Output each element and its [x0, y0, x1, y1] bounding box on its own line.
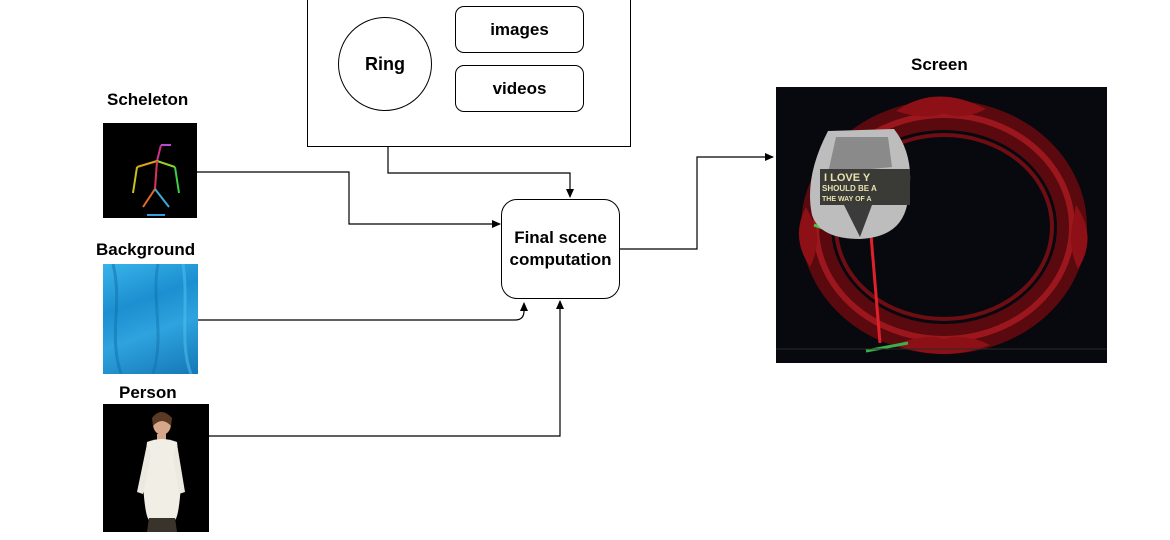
skeleton-title: Scheleton	[107, 90, 189, 109]
ring-node: Ring	[338, 17, 432, 111]
final-scene-node: Final scene computation	[501, 199, 620, 299]
output-connector	[619, 153, 774, 250]
final-scene-line1: Final scene	[514, 228, 607, 247]
skeleton-image	[103, 123, 197, 218]
person-title: Person	[119, 383, 177, 402]
person-connector	[209, 300, 564, 437]
videos-label: videos	[492, 78, 547, 98]
source-connector	[387, 147, 574, 198]
person-image	[103, 404, 209, 532]
background-title: Background	[96, 240, 196, 259]
videos-node: videos	[455, 65, 584, 112]
overlay-text-line1: I LOVE Y	[824, 172, 871, 184]
skeleton-connector	[197, 171, 501, 228]
screen-title: Screen	[911, 55, 968, 74]
images-node: images	[455, 6, 584, 53]
overlay-text-line3: THE WAY OF A	[822, 196, 872, 203]
overlay-text-line2: SHOULD BE A	[822, 184, 877, 193]
ornate-frame-icon: I LOVE Y SHOULD BE A THE WAY OF A	[776, 96, 1107, 354]
person-silhouette-icon	[137, 412, 185, 532]
background-connector	[198, 302, 528, 321]
images-label: images	[490, 19, 549, 39]
background-image	[103, 264, 198, 374]
screen-image: I LOVE Y SHOULD BE A THE WAY OF A	[776, 87, 1107, 363]
fabric-folds-icon	[111, 264, 193, 374]
ring-label: Ring	[365, 53, 405, 74]
skeleton-figure-icon	[132, 144, 180, 216]
final-scene-line2: computation	[509, 250, 612, 269]
